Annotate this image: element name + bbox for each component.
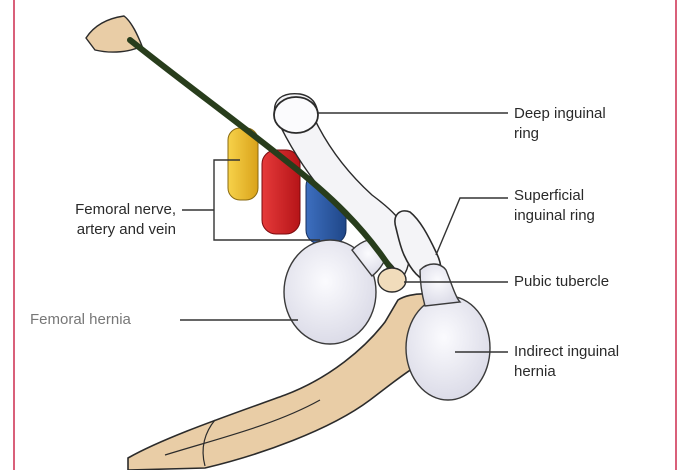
label-femoral-hernia-line1: Femoral hernia [30, 310, 131, 330]
label-deep-ring-line2: ring [514, 124, 606, 144]
label-indirect-inguinal-hernia: Indirect inguinal hernia [514, 342, 619, 382]
label-pubic-tubercle-line1: Pubic tubercle [514, 272, 609, 292]
pubic-tubercle [378, 268, 406, 292]
label-indirect-hernia-line1: Indirect inguinal [514, 342, 619, 362]
label-superficial-ring-line1: Superficial [514, 186, 595, 206]
label-pubic-tubercle: Pubic tubercle [514, 272, 609, 292]
femoral-artery [262, 150, 300, 234]
indirect-hernia-sac [406, 296, 490, 400]
label-deep-ring-line1: Deep inguinal [514, 104, 606, 124]
label-femoral-vessels: Femoral nerve, artery and vein [20, 200, 176, 240]
label-superficial-inguinal-ring: Superficial inguinal ring [514, 186, 595, 226]
indirect-hernia-neck [420, 264, 460, 306]
label-femoral-hernia: Femoral hernia [30, 310, 131, 330]
label-femoral-vessels-line2: artery and vein [20, 220, 176, 240]
label-indirect-hernia-line2: hernia [514, 362, 619, 382]
leader-superficial-ring [436, 198, 508, 255]
label-deep-inguinal-ring: Deep inguinal ring [514, 104, 606, 144]
label-superficial-ring-line2: inguinal ring [514, 206, 595, 226]
deep-inguinal-ring [274, 97, 318, 133]
label-femoral-vessels-line1: Femoral nerve, [20, 200, 176, 220]
